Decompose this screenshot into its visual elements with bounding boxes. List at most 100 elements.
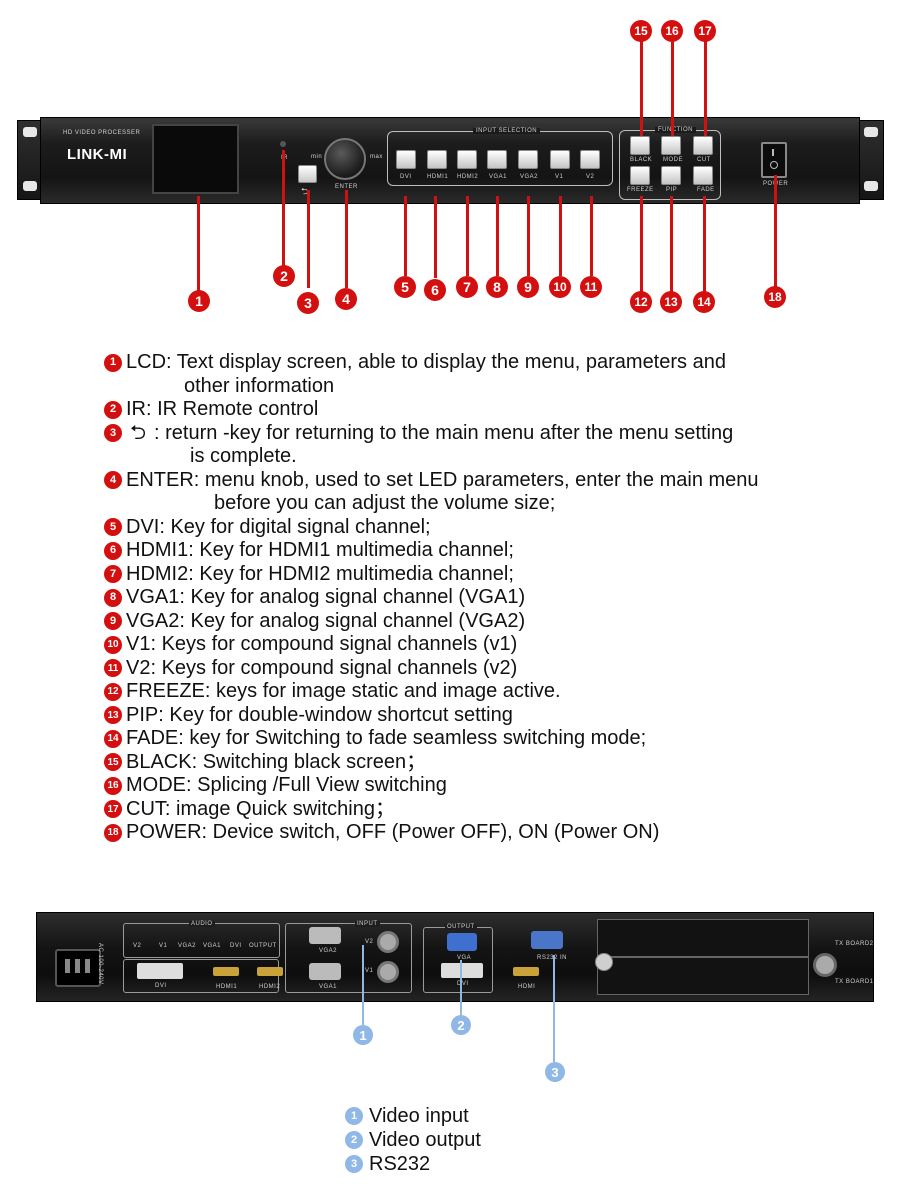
vga1-key-label: VGA1 xyxy=(489,174,508,180)
rs232-port[interactable] xyxy=(531,931,563,949)
callout-7: 7 xyxy=(456,276,478,298)
power-rating: AC 100-240V xyxy=(97,943,103,985)
legend-text-3: RS232 xyxy=(369,1152,431,1175)
rear-out-hdmi-port[interactable] xyxy=(513,967,539,976)
rear-v2-bnc[interactable] xyxy=(377,931,399,953)
freeze-key[interactable] xyxy=(630,166,650,185)
rear-out-vga-port[interactable] xyxy=(447,933,477,951)
callout-10: 10 xyxy=(549,276,571,298)
vga1-key[interactable] xyxy=(487,150,507,169)
brand-logo: LINK-MI xyxy=(67,146,128,163)
desc-badge-9: 9 xyxy=(104,612,122,631)
audio-v1: V1 xyxy=(159,943,168,949)
desc-cont-3: is complete. xyxy=(190,445,297,467)
rear-callout-1: 1 xyxy=(353,1025,373,1045)
rear-hdmi1-label: HDMI1 xyxy=(216,984,238,990)
power-inlet[interactable] xyxy=(55,949,101,987)
rear-vga1-port[interactable] xyxy=(309,963,341,980)
callout-11: 11 xyxy=(580,276,602,298)
tx-board2-slot xyxy=(597,919,809,957)
desc-badge-15: 15 xyxy=(104,753,122,772)
desc-badge-13: 13 xyxy=(104,706,122,725)
hdmi1-key[interactable] xyxy=(427,150,447,169)
desc-text-17: CUT: image Quick switching； xyxy=(126,797,395,820)
callout-4: 4 xyxy=(335,288,357,310)
desc-text-9: VGA2: Key for analog signal channel (VGA… xyxy=(126,609,526,632)
rear-dvi-port[interactable] xyxy=(137,963,183,979)
desc-text-2: IR: IR Remote control xyxy=(126,398,319,420)
vga2-key[interactable] xyxy=(518,150,538,169)
legend-badge-2: 2 xyxy=(345,1131,363,1149)
rear-vga2-port[interactable] xyxy=(309,927,341,944)
audio-title: AUDIO xyxy=(189,921,215,927)
callout-15: 15 xyxy=(630,20,652,42)
power-switch[interactable] xyxy=(761,142,787,178)
rear-panel: AC 100-240V AUDIO V2 V1 VGA2 VGA1 DVI OU… xyxy=(36,912,874,1002)
audio-v2: V2 xyxy=(133,943,142,949)
desc-badge-2: 2 xyxy=(104,400,122,419)
callout-6: 6 xyxy=(424,279,446,301)
desc-text-12: FREEZE: keys for image static and image … xyxy=(126,680,561,702)
callout-16: 16 xyxy=(661,20,683,42)
callout-5: 5 xyxy=(394,276,416,298)
enter-knob[interactable] xyxy=(324,138,366,180)
desc-cont-1: other information xyxy=(184,374,335,397)
cut-key[interactable] xyxy=(693,136,713,155)
desc-text-11: V2: Keys for compound signal channels (v… xyxy=(126,656,518,679)
return-key[interactable] xyxy=(298,165,317,183)
rear-v1-bnc[interactable] xyxy=(377,961,399,983)
tx-connector[interactable] xyxy=(813,953,837,977)
desc-text-6: HDMI1: Key for HDMI1 multimedia channel; xyxy=(126,539,514,561)
desc-text-7: HDMI2: Key for HDMI2 multimedia channel; xyxy=(126,562,514,585)
black-key-label: BLACK xyxy=(630,157,653,163)
rear-hdmi2-port[interactable] xyxy=(257,967,283,976)
desc-badge-4: 4 xyxy=(104,471,122,490)
mode-key[interactable] xyxy=(661,136,681,155)
desc-text-16: MODE: Splicing /Full View switching xyxy=(126,774,447,796)
callout-2: 2 xyxy=(273,265,295,287)
input-vga-group xyxy=(285,923,412,993)
input-group xyxy=(123,959,279,993)
output-title: OUTPUT xyxy=(445,924,477,930)
dvi-key[interactable] xyxy=(396,150,416,169)
desc-badge-1: 1 xyxy=(104,353,122,372)
return-key-symbol-icon: ⮌ xyxy=(301,186,309,196)
v2-key-label: V2 xyxy=(586,174,595,180)
rear-out-dvi-port[interactable] xyxy=(441,963,483,978)
audio-output: OUTPUT xyxy=(249,943,277,949)
hdmi1-key-label: HDMI1 xyxy=(427,174,449,180)
callout-8: 8 xyxy=(486,276,508,298)
desc-text-8: VGA1: Key for analog signal channel (VGA… xyxy=(126,586,526,608)
callout-17: 17 xyxy=(694,20,716,42)
v2-key[interactable] xyxy=(580,150,600,169)
tx-board1-slot xyxy=(597,957,809,995)
rear-dvi-label: DVI xyxy=(155,983,167,989)
desc-badge-12: 12 xyxy=(104,682,122,701)
tx-board1-label: TX BOARD1 xyxy=(835,979,874,985)
black-key[interactable] xyxy=(630,136,650,155)
return-arrow-icon: ⮌ xyxy=(130,421,147,444)
rear-callout-2: 2 xyxy=(451,1015,471,1035)
rear-v1-label: V1 xyxy=(365,968,374,974)
knob-max-label: max xyxy=(370,154,383,160)
desc-badge-17: 17 xyxy=(104,800,122,819)
desc-text-15: BLACK: Switching black screen； xyxy=(126,750,427,773)
desc-text-5: DVI: Key for digital signal channel; xyxy=(126,515,431,538)
desc-cont-4: before you can adjust the volume size; xyxy=(214,492,556,514)
rs232-label: RS232 IN xyxy=(537,955,568,961)
dvi-key-label: DVI xyxy=(400,174,412,180)
desc-text-3: : return -key for returning to the main … xyxy=(154,421,734,444)
callout-9: 9 xyxy=(517,276,539,298)
knob-min-label: min xyxy=(311,154,323,160)
callout-3: 3 xyxy=(297,292,319,314)
freeze-key-label: FREEZE xyxy=(627,187,654,193)
v1-key[interactable] xyxy=(550,150,570,169)
cut-key-label: CUT xyxy=(697,157,711,163)
fade-key[interactable] xyxy=(693,166,713,185)
rear-hdmi1-port[interactable] xyxy=(213,967,239,976)
pip-key[interactable] xyxy=(661,166,681,185)
hdmi2-key[interactable] xyxy=(457,150,477,169)
desc-badge-8: 8 xyxy=(104,588,122,607)
